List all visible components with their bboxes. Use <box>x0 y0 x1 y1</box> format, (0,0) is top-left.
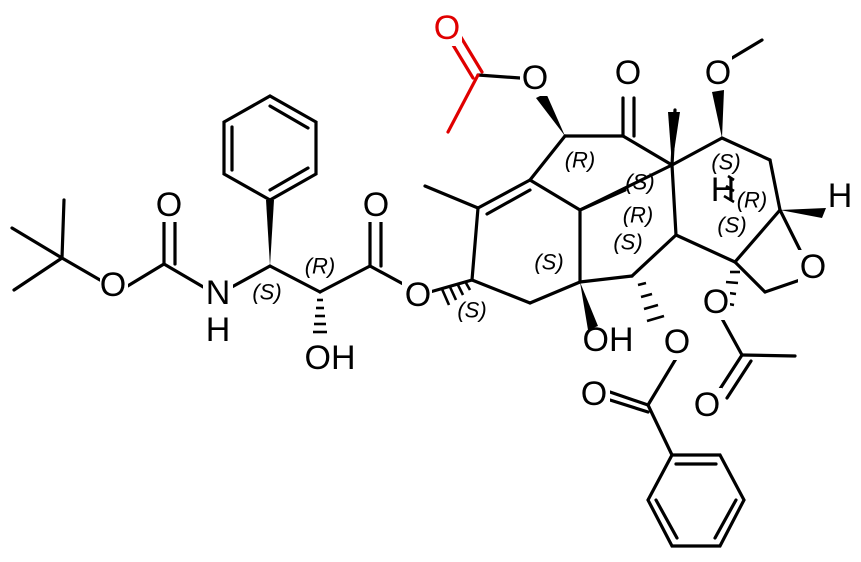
wedge-bond-methyl <box>668 112 680 165</box>
atom-h-ring: H <box>828 177 853 215</box>
side-chain-bonds <box>228 220 407 294</box>
stereo-label: (S) <box>625 170 654 195</box>
atom-o-boc-carbonyl: O <box>156 186 182 224</box>
hash-bond-ester <box>440 282 472 306</box>
atom-o-methoxy: O <box>705 54 731 92</box>
atom-oh-sidechain: OH <box>305 339 356 377</box>
atom-o-benzoate-carbonyl: O <box>581 375 607 413</box>
stereo-label: (R) <box>623 203 654 228</box>
atom-o-benzoate-ester: O <box>664 323 690 361</box>
hash-bond-junction <box>723 174 735 204</box>
atom-h-amine: H <box>206 311 231 349</box>
atom-o-oxetane: O <box>800 248 826 286</box>
atom-labels: O O N H O O OH O O O O H H O OH O O O O <box>100 9 853 424</box>
atom-o-ester-link: O <box>405 276 431 314</box>
atom-o-acetate-ester: O <box>703 283 729 321</box>
stereo-label: (R) <box>565 148 596 173</box>
stereo-label: (S) <box>252 280 281 305</box>
benzoyl-ring-bonds <box>646 453 746 548</box>
stereo-labels: (S) (R) (S) (R) (S) (R) (S) (S) (S) (R) … <box>252 148 767 323</box>
stereo-label: (S) <box>534 250 563 275</box>
atom-h-junction: H <box>711 171 736 209</box>
stereo-label: (R) <box>305 254 336 279</box>
atom-n: N <box>206 274 231 312</box>
atom-o-ketone: O <box>615 54 641 92</box>
atom-o-ester-carbonyl: O <box>363 186 389 224</box>
wedge-bond-h <box>780 208 826 218</box>
stereo-label: (S) <box>717 213 746 238</box>
atom-o-acetyl-ester: O <box>522 59 548 97</box>
atom-o-acetyl-carbonyl: O <box>434 9 460 47</box>
hash-bond-hydroxy <box>313 298 327 334</box>
boc-group-bonds <box>10 198 207 292</box>
atom-o-boc-ester: O <box>100 266 126 304</box>
atom-o-acetate-carbonyl: O <box>694 386 720 424</box>
wedge-bond-acetoxy <box>536 93 565 136</box>
wedge-bond-phenyl <box>266 200 274 266</box>
stereo-label: (S) <box>613 230 642 255</box>
stereo-label: (R) <box>737 188 768 213</box>
hash-bond-benzoate <box>637 281 665 323</box>
atom-oh-core: OH <box>583 321 634 359</box>
wedge-bond-oh <box>580 282 598 330</box>
wedge-bond-methoxy <box>712 90 724 138</box>
stereo-label: (S) <box>711 150 740 175</box>
stereo-label: (S) <box>457 298 486 323</box>
phenyl-ring-bonds <box>222 94 318 202</box>
core-bonds <box>423 32 802 457</box>
